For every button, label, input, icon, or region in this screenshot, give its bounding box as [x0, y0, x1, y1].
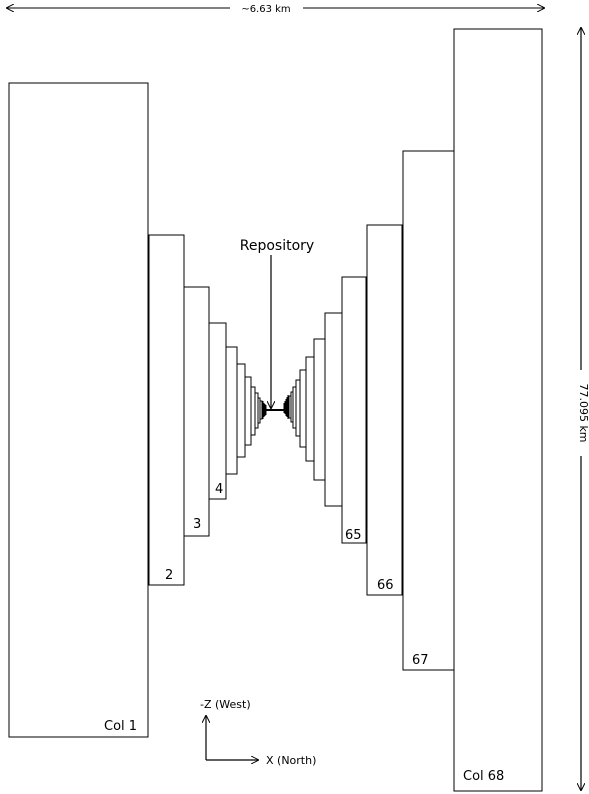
- col-2-label: 2: [165, 568, 173, 583]
- column-63: [313, 338, 326, 481]
- column-7: [244, 376, 252, 446]
- column-65: [341, 276, 367, 544]
- column-5: [225, 346, 238, 475]
- col-3-label: 3: [193, 517, 201, 532]
- col-67-label: 67: [412, 653, 429, 668]
- column-8: [250, 386, 256, 436]
- column-62: [305, 356, 315, 462]
- height-dimension-label: 77.095 km: [577, 383, 589, 442]
- column-2: [148, 234, 185, 586]
- col-1-label: Col 1: [104, 719, 137, 734]
- repository-connector: Repository: [240, 238, 314, 411]
- column-1: [8, 82, 149, 738]
- col-65-label: 65: [345, 528, 362, 543]
- right-columns: [284, 28, 543, 792]
- height-dimension: 77.095 km: [577, 28, 589, 790]
- x-axis-label: X (North): [266, 754, 316, 767]
- column-64: [324, 312, 343, 507]
- column-60: [295, 379, 301, 437]
- axes-indicator: -Z (West) X (North): [200, 698, 316, 767]
- fine-grid-right: [283, 395, 289, 419]
- col-68-label: Col 68: [463, 769, 504, 784]
- column-labels: Col 1 2 3 4 65 66 67 Col 68: [104, 482, 504, 784]
- column-66: [366, 224, 403, 596]
- column-3: [183, 286, 210, 537]
- width-dimension: ~6.63 km: [7, 4, 544, 15]
- column-68: [453, 28, 543, 792]
- column-61: [299, 369, 307, 448]
- col-4-label: 4: [215, 482, 223, 497]
- width-dimension-label: ~6.63 km: [241, 4, 290, 15]
- repository-label: Repository: [240, 238, 314, 254]
- column-4: [208, 322, 227, 500]
- fine-grid-left: [262, 401, 267, 419]
- col-66-label: 66: [377, 578, 394, 593]
- z-axis-label: -Z (West): [200, 698, 251, 711]
- column-6: [236, 363, 246, 458]
- left-columns: [8, 82, 265, 738]
- column-67: [402, 150, 455, 671]
